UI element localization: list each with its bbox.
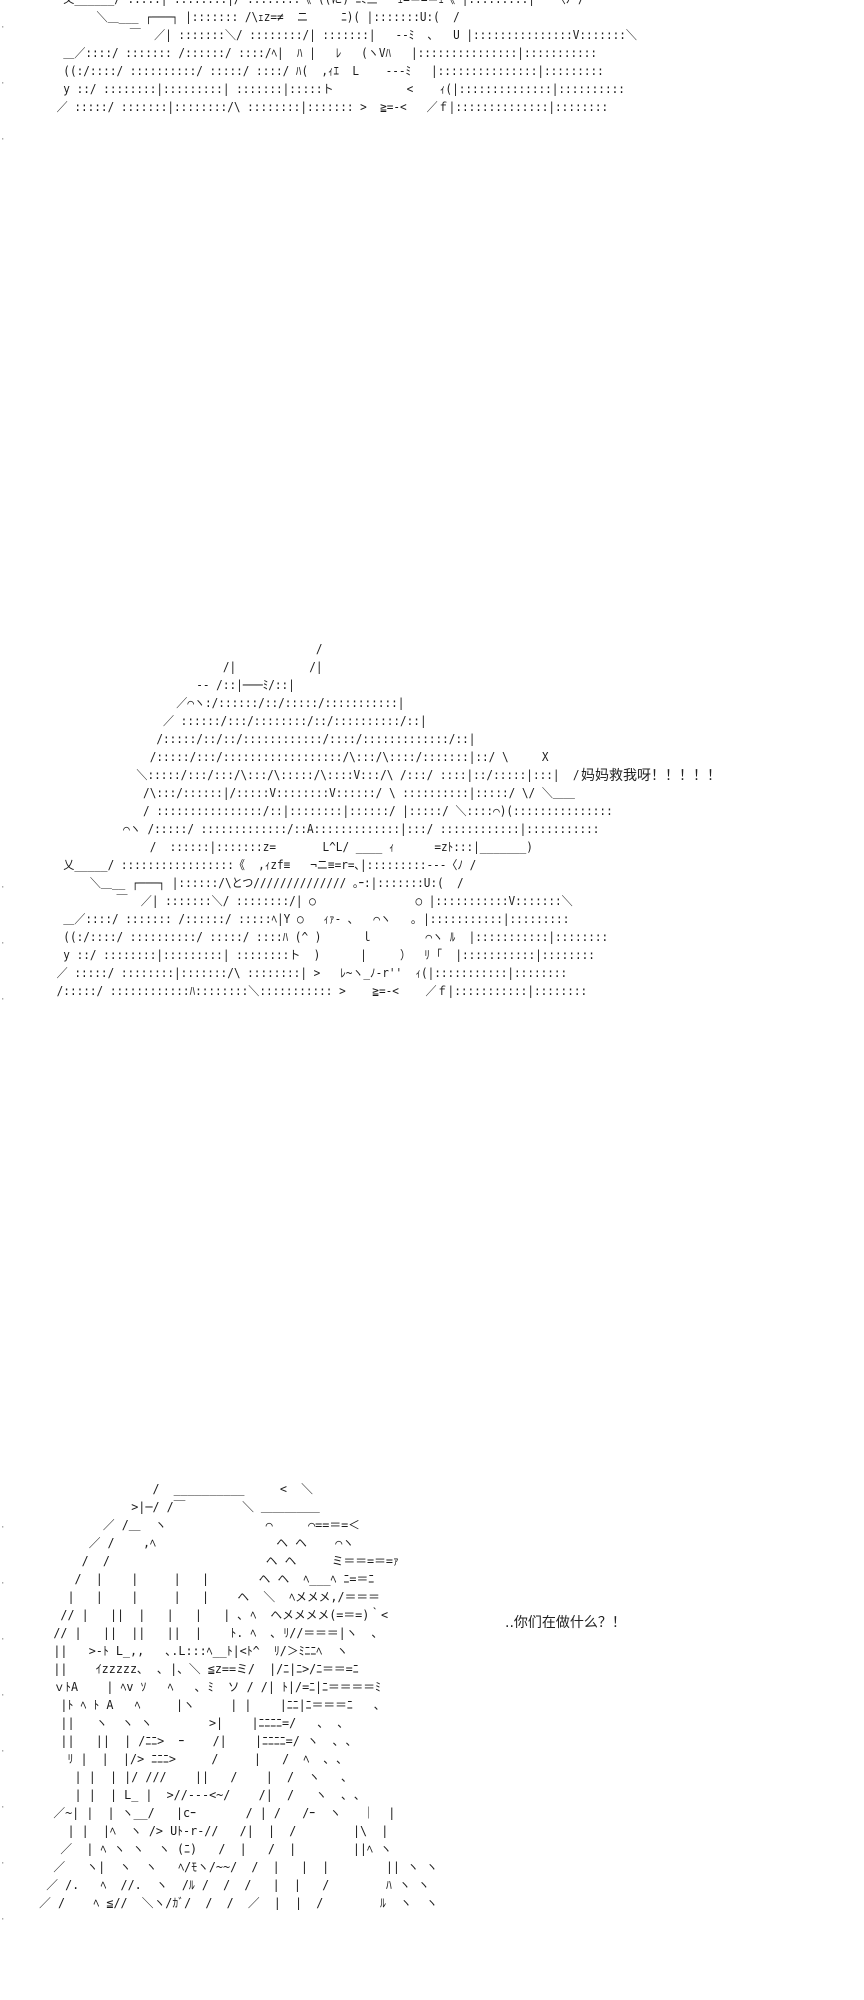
margin-dot: · bbox=[0, 1859, 6, 1869]
margin-dot: · bbox=[0, 995, 6, 1005]
margin-dot: · bbox=[0, 1635, 6, 1645]
ascii-art-panel-top: 乂______/ :::::| ::::::::|/ ::::::::《 ((に… bbox=[56, 0, 637, 114]
margin-dot: · bbox=[0, 23, 6, 33]
margin-dot: · bbox=[0, 79, 6, 89]
margin-dot: · bbox=[0, 1691, 6, 1701]
margin-dot: · bbox=[0, 1803, 6, 1813]
margin-dot: · bbox=[0, 135, 6, 145]
margin-dot: · bbox=[0, 1523, 6, 1533]
margin-dot: · bbox=[0, 1747, 6, 1757]
dialogue-line-what-are-you-doing: ..你们在做什么？！ bbox=[505, 1615, 626, 1631]
margin-dot: · bbox=[0, 883, 6, 893]
margin-dot: · bbox=[0, 1915, 6, 1925]
margin-dot: · bbox=[0, 939, 6, 949]
dialogue-line-help-mom: 妈妈救我呀！！！！！ bbox=[581, 768, 721, 784]
ascii-art-panel-bottom: / __________ < ＼ >|─/ /￣ ＼ ＿＿＿＿＿ ／ /＿ ヽ … bbox=[39, 1482, 438, 1910]
margin-dot: · bbox=[0, 1579, 6, 1589]
ascii-art-panel-middle: / /| /| -- /::|───ﾐ/::| ／⌒ヽ:/::::::/::/:… bbox=[56, 642, 613, 998]
